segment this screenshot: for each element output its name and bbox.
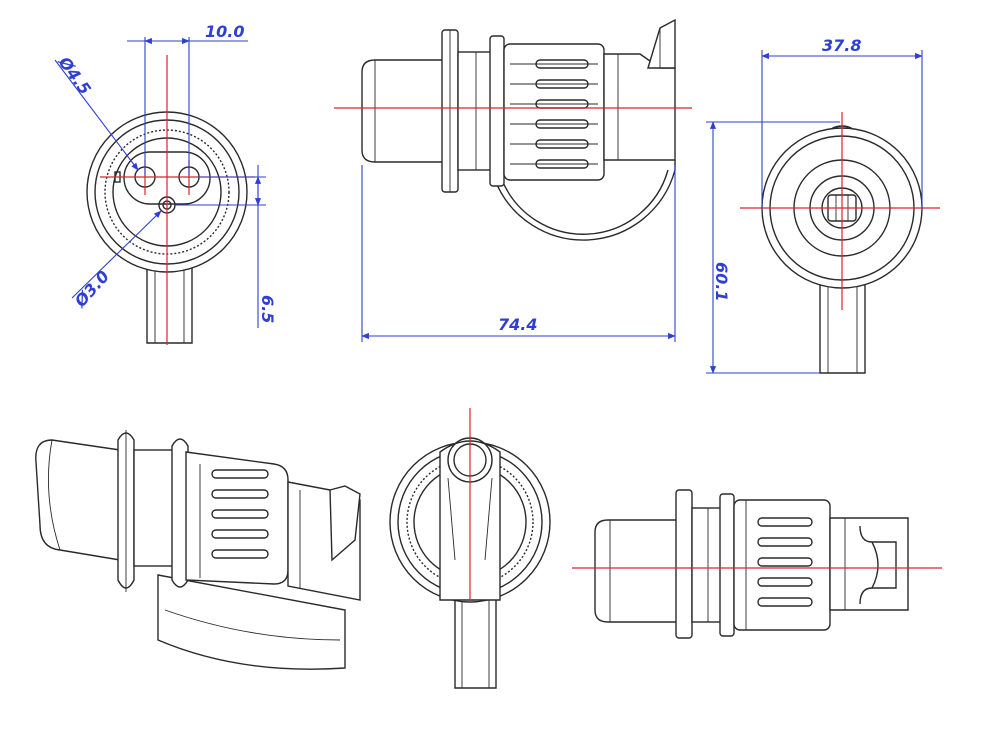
rear-view: 37.8 60.1 [706,36,940,374]
dim-pin-diameter: Ø3.0 [70,267,113,312]
dim-overall-width: 37.8 [822,36,861,55]
top-view [572,489,942,639]
dim-overall-length: 74.4 [498,315,537,334]
side-view: 74.4 [334,18,692,342]
iso-view [35,430,361,670]
dim-pin-offset: 6.5 [258,295,277,323]
dim-hole-diameter: Ø4.5 [54,52,95,98]
back-view [389,408,551,689]
dim-hole-spacing: 10.0 [205,22,244,41]
dim-overall-height: 60.1 [712,262,731,301]
front-view: 10.0 Ø4.5 Ø3.0 6.5 [54,22,277,345]
